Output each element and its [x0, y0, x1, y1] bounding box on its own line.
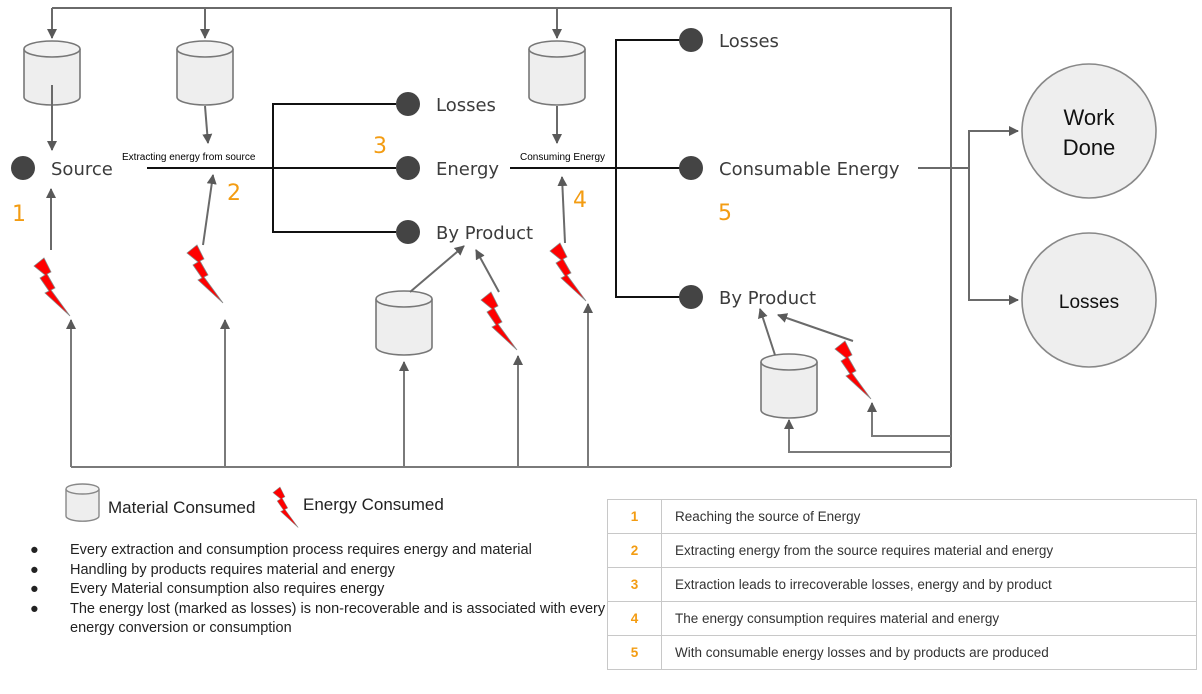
step-marker: 1 [12, 202, 26, 227]
step-description: The energy consumption requires material… [661, 601, 1197, 636]
notes-list: ●Every extraction and consumption proces… [30, 541, 610, 639]
step-description: With consumable energy losses and by pro… [661, 635, 1197, 670]
step-marker: 4 [573, 188, 587, 213]
node-label-energy: Energy [436, 159, 499, 180]
node-dot-consumable-energy [679, 156, 703, 180]
note-item: ●The energy lost (marked as losses) is n… [30, 600, 606, 637]
bottom-feeder-lines [66, 303, 951, 468]
legend: Material Consumed Energy Consumed [65, 483, 444, 528]
step-marker: 3 [373, 134, 387, 159]
cylinder-icon [528, 40, 586, 106]
bullet-icon: ● [30, 600, 39, 617]
cylinder-icon [760, 353, 818, 419]
step-marker: 2 [227, 181, 241, 206]
legend-lightning-bolt-icon [272, 486, 299, 528]
node-dot-losses [679, 28, 703, 52]
lightning-bolt-icon [834, 340, 872, 400]
lightning-bolt-icon [549, 242, 587, 302]
top-feeder-lines [47, 7, 952, 467]
step-description: Extracting energy from the source requir… [661, 533, 1197, 568]
node-dot-by-product [679, 285, 703, 309]
step-number: 1 [607, 499, 662, 534]
step-number: 4 [607, 601, 662, 636]
lightning-bolt-icon [480, 291, 518, 351]
note-item: ●Every extraction and consumption proces… [30, 541, 610, 561]
node-label-losses: Losses [719, 31, 779, 52]
lightning-bolt-icon [186, 244, 224, 304]
node-label-source: Source [51, 159, 113, 180]
bullet-icon: ● [30, 561, 39, 578]
cylinder-icon [375, 290, 433, 356]
step-number: 2 [607, 533, 662, 568]
bullet-icon: ● [30, 581, 39, 597]
legend-cylinder-icon [65, 483, 100, 522]
node-label-by-product: By Product [719, 288, 816, 309]
legend-energy-label: Energy Consumed [303, 495, 444, 514]
work-done-label-line1: Work [1064, 105, 1116, 130]
material-arrows [47, 85, 776, 356]
node-label-losses: Losses [436, 95, 496, 116]
step-number: 5 [607, 635, 662, 670]
bullet-icon: ● [30, 542, 39, 558]
node-label-by-product: By Product [436, 223, 533, 244]
step-number: 3 [607, 567, 662, 602]
note-item: ●Every Material consumption also require… [30, 580, 610, 600]
node-dot-losses [396, 92, 420, 116]
cylinder-icon [176, 40, 234, 106]
outcome-work-done: Work Done [1021, 63, 1157, 199]
edge-label-consuming: Consuming Energy [520, 152, 605, 163]
node-dot-source [11, 156, 35, 180]
node-label-consumable-energy: Consumable Energy [719, 159, 900, 180]
note-item: ●Handling by products requires material … [30, 561, 610, 581]
node-dot-by-product [396, 220, 420, 244]
outcome-losses: Losses [1021, 232, 1157, 368]
work-done-label-line2: Done [1063, 135, 1116, 160]
lightning-bolt-icon [33, 257, 71, 317]
legend-material-label: Material Consumed [108, 498, 255, 517]
node-dot-energy [396, 156, 420, 180]
outcome-lines [918, 126, 1019, 305]
step-marker: 5 [718, 201, 732, 226]
step-description: Reaching the source of Energy [661, 499, 1197, 534]
step-description: Extraction leads to irrecoverable losses… [661, 567, 1197, 602]
edge-label-extracting: Extracting energy from source [122, 152, 256, 163]
energy-arrows [46, 174, 854, 342]
process-lines [147, 39, 680, 298]
losses-outcome-label: Losses [1059, 292, 1119, 313]
